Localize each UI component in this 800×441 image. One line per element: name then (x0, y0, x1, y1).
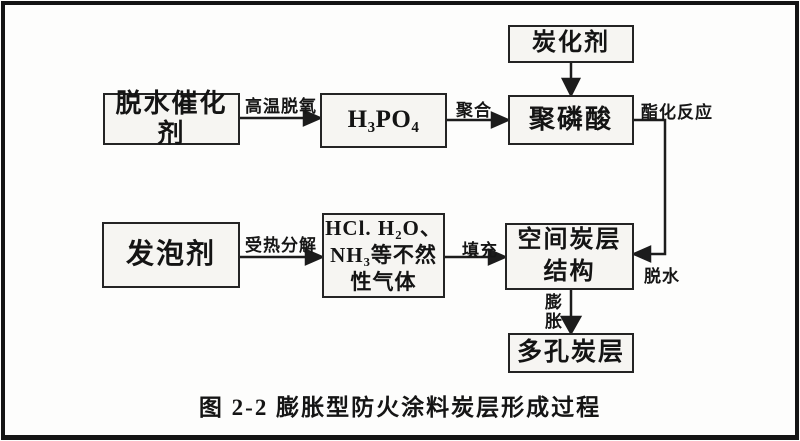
arrowhead-spatialchar-to-porous (559, 315, 583, 336)
node-incombustible-gases-line1: HCl. H₂O、 (325, 215, 442, 240)
edge-label-high-temp-deoxygenation: 高温脱氧 (245, 97, 317, 116)
node-char-agent: 炭化剂 (508, 25, 634, 63)
node-foaming-agent: 发泡剂 (102, 222, 240, 288)
arrowhead-polyacid-to-spatialchar (630, 245, 652, 263)
node-spatial-char-structure: 空间炭层 结构 (505, 223, 634, 290)
edge-label-thermal-decomposition: 受热分解 (245, 236, 317, 255)
arrowhead-catalyst-to-h3po4 (302, 109, 324, 127)
node-incombustible-gases: HCl. H₂O、 NH₃等不然 性气体 (322, 213, 445, 298)
figure-caption: 图 2-2 膨胀型防火涂料炭层形成过程 (198, 395, 602, 420)
node-spatial-char-structure-line2: 结构 (543, 258, 596, 285)
arrowhead-gases-to-spatialchar (487, 248, 509, 266)
node-foaming-agent-label: 发泡剂 (125, 238, 216, 270)
node-dehydration-catalyst: 脱水催化剂 (103, 89, 240, 148)
edge-label-dehydration: 脱水 (644, 267, 680, 286)
node-dehydration-catalyst-label: 脱水催化剂 (115, 89, 228, 148)
node-spatial-char-structure-line1: 空间炭层 (517, 227, 622, 254)
edge-label-esterification: 酯化反应 (641, 103, 713, 122)
edge-label-expansion-char1: 膨 (545, 293, 563, 312)
node-char-agent-label: 炭化剂 (532, 30, 610, 57)
edge-label-filling: 填充 (462, 241, 498, 260)
arrow-polyacid-to-spatialchar (634, 118, 667, 256)
node-polyphosphoric-acid-label: 聚磷酸 (528, 105, 613, 135)
node-incombustible-gases-line2: NH₃等不然 (330, 242, 437, 267)
node-h3po4-label: H₃PO₄ (347, 106, 420, 134)
node-porous-char-layer-label: 多孔炭层 (516, 338, 625, 366)
node-polyphosphoric-acid: 聚磷酸 (508, 95, 634, 145)
arrowhead-charagent-to-polyacid (560, 77, 582, 98)
node-porous-char-layer: 多孔炭层 (508, 333, 634, 373)
edge-label-expansion-char2: 胀 (545, 311, 563, 331)
node-h3po4: H₃PO₄ (320, 93, 447, 148)
arrowhead-h3po4-to-polyacid (490, 111, 512, 129)
edge-label-polymerization: 聚合 (456, 101, 492, 120)
edge-label-expansion: 膨 胀 (544, 293, 564, 331)
node-incombustible-gases-line3: 性气体 (350, 270, 417, 295)
arrowhead-foaming-to-gases (304, 248, 326, 266)
